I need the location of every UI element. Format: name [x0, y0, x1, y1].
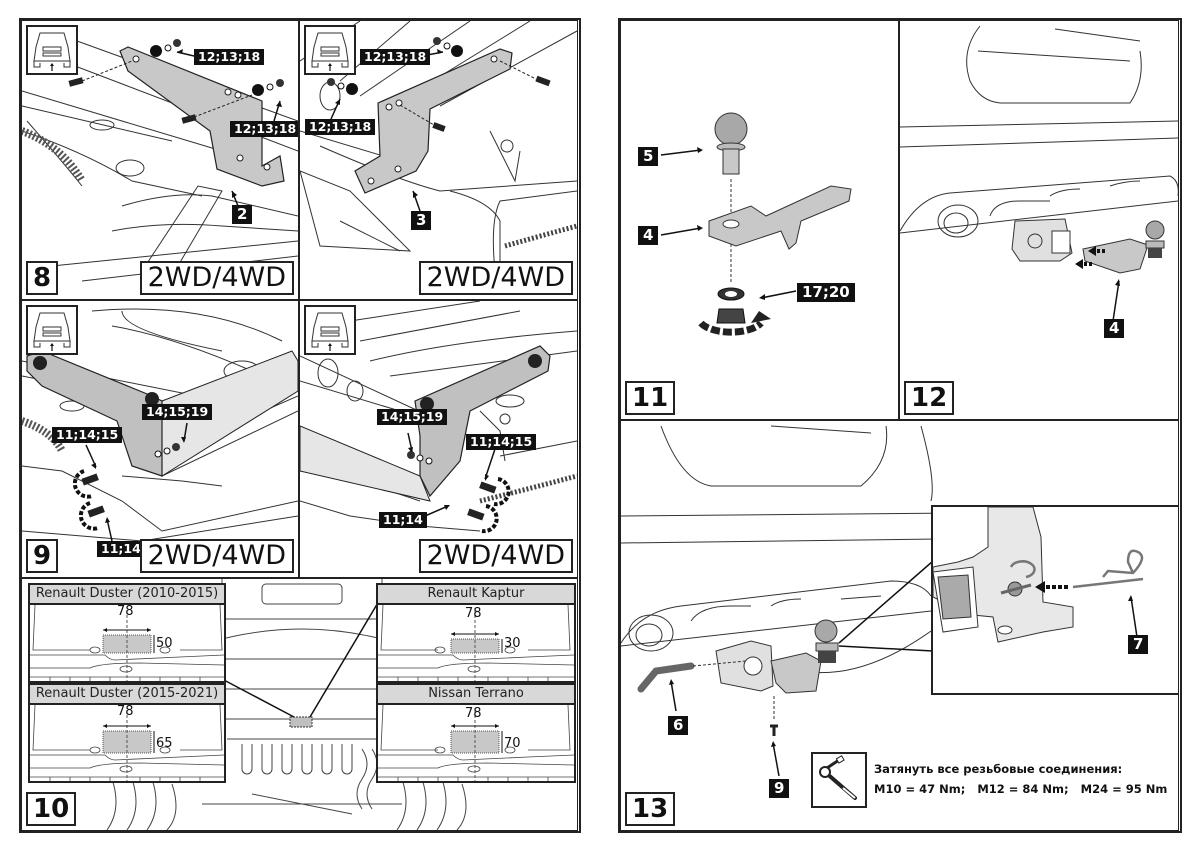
callout-label: 11;14 — [379, 512, 427, 528]
cutout-width: 78 — [117, 704, 134, 719]
callout-label: 14;15;19 — [377, 409, 448, 425]
cutout-diagram — [30, 605, 224, 681]
vehicle-name: Renault Duster (2015-2021) — [30, 685, 224, 705]
hitch-pin-detail-inset: 7 — [931, 505, 1178, 695]
bracket-part-3 — [354, 48, 513, 194]
callout-label: 14;15;19 — [142, 404, 213, 420]
step-number: 12 — [904, 381, 955, 415]
drive-type-label: 2WD/4WD — [418, 539, 573, 573]
vehicle-name: Nissan Terrano — [378, 685, 574, 705]
cutout-height: 65 — [156, 736, 173, 751]
part-number-label: 6 — [668, 716, 689, 735]
rotate-arrow-icon — [698, 311, 771, 336]
cutout-width: 78 — [465, 606, 482, 621]
cutout-width: 78 — [117, 604, 134, 619]
step-9b-panel: 14;15;19 11;14;15 11;14 2WD/4WD — [299, 300, 578, 578]
car-rear-icon — [26, 25, 78, 75]
part-number-label: 4 — [638, 226, 659, 245]
cutout-height: 30 — [504, 636, 521, 651]
callout-label: 12;13;18 — [194, 49, 265, 65]
cutout-height: 50 — [156, 636, 173, 651]
part-number-label: 2 — [232, 205, 253, 224]
cutout-template-kaptur: Renault Kaptur 78 30 — [376, 583, 576, 683]
step-9-panel: 14;15;19 11;14;15 11;14 9 2WD/4WD — [21, 300, 299, 578]
cutout-height: 70 — [504, 736, 521, 751]
callout-label: 11;14;15 — [466, 434, 537, 450]
callout-label: 11;14;15 — [52, 427, 123, 443]
step-12-panel: 4 12 — [899, 20, 1179, 420]
callout-label: 11;14 — [97, 541, 145, 557]
step-11-illustration — [660, 112, 852, 336]
callout-label: 17;20 — [797, 283, 855, 302]
step-10-panel: Renault Duster (2010-2015) 78 50 Renault… — [21, 578, 578, 831]
bracket-arm — [26, 350, 163, 477]
part-number-label: 9 — [769, 779, 790, 798]
drive-type-label: 2WD/4WD — [418, 261, 573, 295]
cutout-width: 78 — [465, 706, 482, 721]
cutout-template-duster-2010: Renault Duster (2010-2015) 78 50 — [28, 583, 226, 683]
cutout-diagram — [378, 605, 574, 681]
step-number: 9 — [26, 539, 59, 573]
hitch-pin-detail-illustration — [933, 507, 1144, 643]
drive-type-label: 2WD/4WD — [139, 539, 294, 573]
bracket-part-2 — [119, 46, 285, 187]
step-8b-illustration — [300, 21, 577, 272]
torque-wrench-icon — [811, 752, 867, 808]
step-9-illustration — [22, 308, 298, 542]
drive-type-label: 2WD/4WD — [139, 261, 294, 295]
car-rear-icon — [26, 305, 78, 355]
vehicle-name: Renault Duster (2010-2015) — [30, 585, 224, 605]
step-11-panel: 5 4 17;20 11 — [620, 20, 899, 420]
step-8b-panel: 12;13;18 12;13;18 3 2WD/4WD — [299, 20, 578, 300]
step-10-underbody-illustration — [106, 579, 467, 830]
car-rear-icon — [304, 25, 356, 75]
part-number-label: 5 — [638, 147, 659, 166]
step-8-panel: 12;13;18 12;13;18 2 8 2WD/4WD — [21, 20, 299, 300]
step-13-panel: 7 6 9 Затянуть все резьбовые соединения:… — [620, 420, 1179, 831]
part-number-label: 3 — [411, 211, 432, 230]
vehicle-name: Renault Kaptur — [378, 585, 574, 605]
part-number-label: 7 — [1128, 635, 1149, 654]
cutout-template-duster-2015: Renault Duster (2015-2021) 78 65 — [28, 683, 226, 783]
callout-label: 12;13;18 — [360, 49, 431, 65]
step-number: 8 — [26, 261, 59, 295]
step-12-illustration — [900, 25, 1178, 322]
callout-label: 12;13;18 — [230, 121, 298, 137]
step-9b-illustration — [300, 301, 577, 534]
part-number-label: 4 — [1104, 319, 1125, 338]
callout-label: 12;13;18 — [305, 119, 376, 135]
torque-instruction-title: Затянуть все резьбовые соединения: — [874, 762, 1123, 776]
step-number: 10 — [26, 792, 77, 826]
step-number: 13 — [625, 792, 676, 826]
step-number: 11 — [625, 381, 676, 415]
cutout-template-terrano: Nissan Terrano 78 70 — [376, 683, 576, 783]
cutout-diagram — [378, 705, 574, 781]
torque-values: M10 = 47 Nm; M12 = 84 Nm; M24 = 95 Nm — [874, 782, 1168, 796]
cutout-diagram — [30, 705, 224, 781]
car-rear-icon — [304, 305, 356, 355]
